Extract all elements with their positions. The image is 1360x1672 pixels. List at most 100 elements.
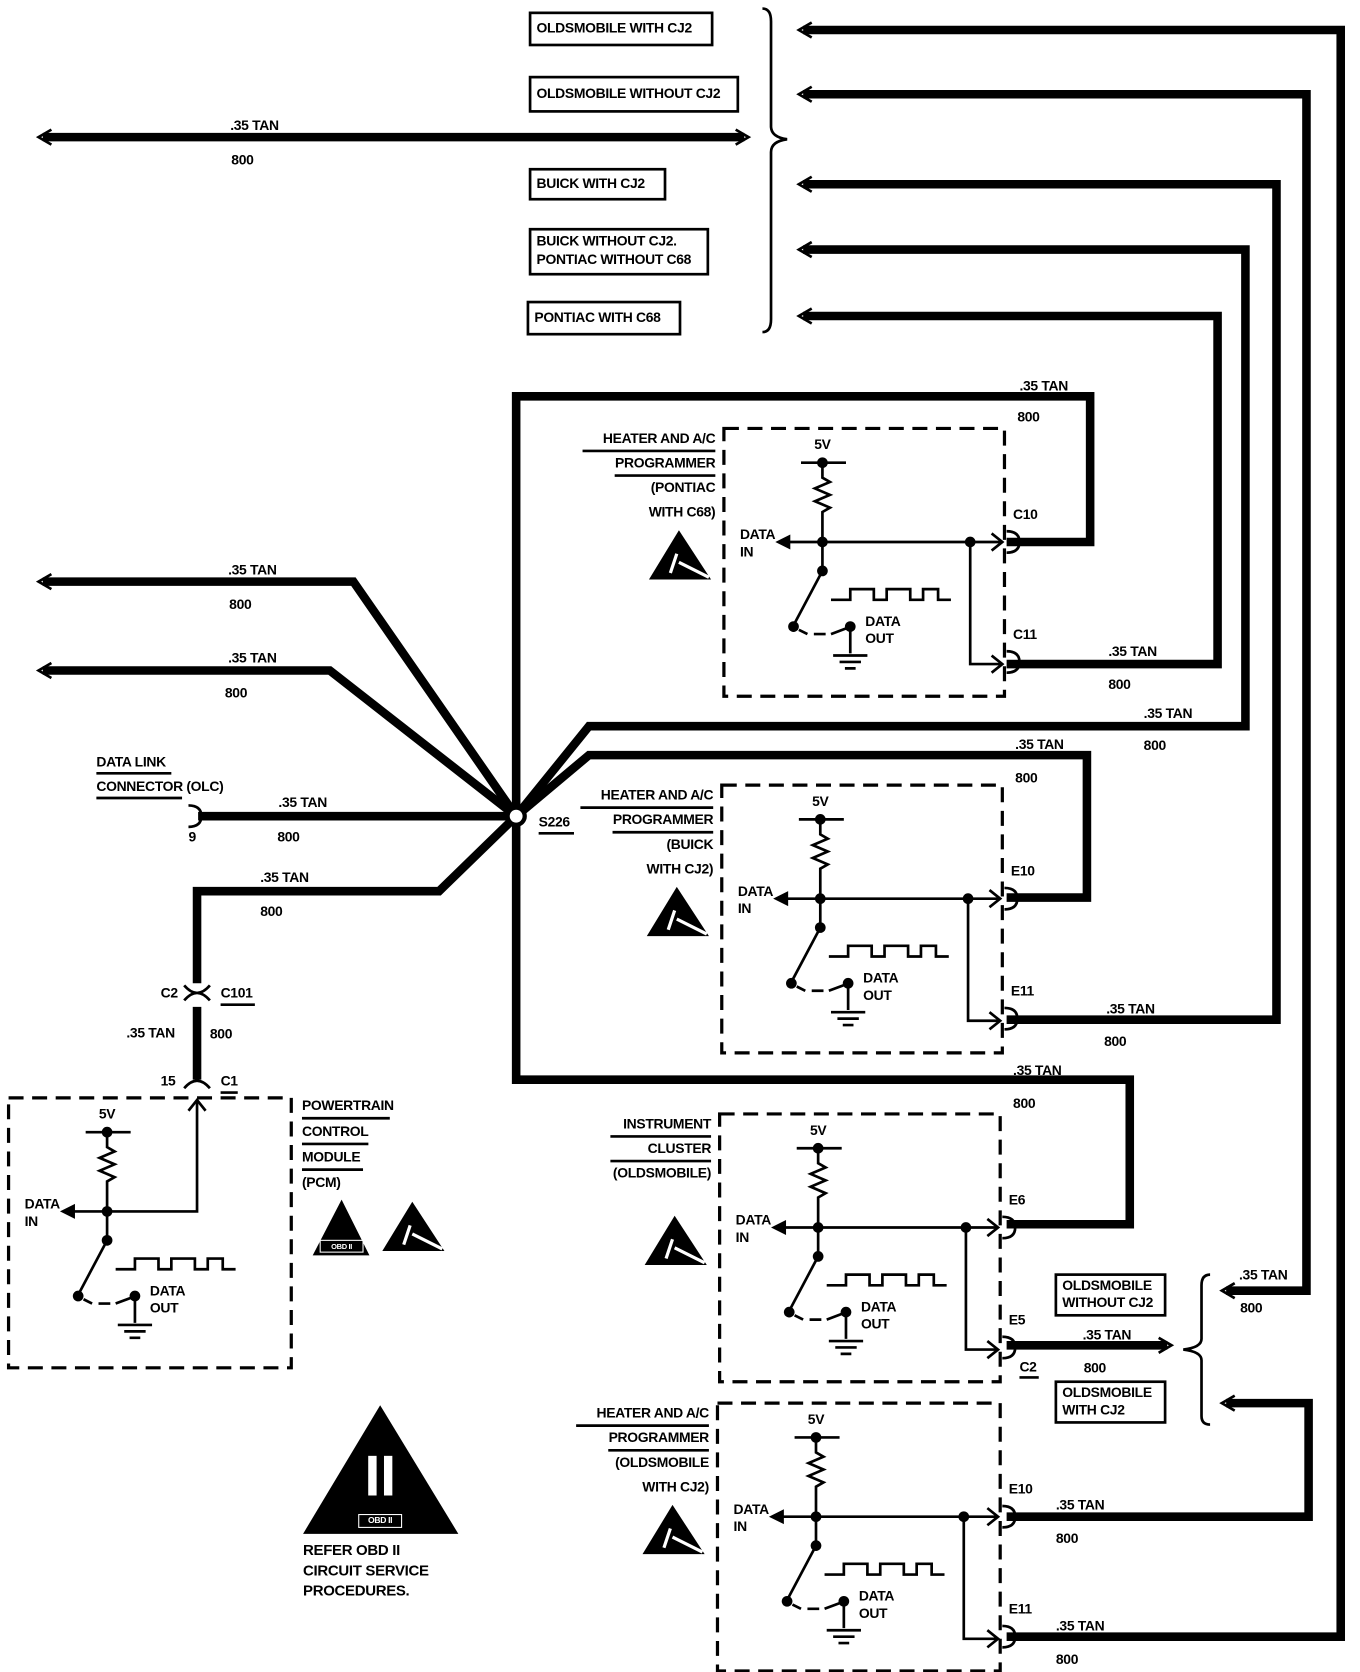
continuation-chevron-icon (1219, 1282, 1236, 1300)
pin-label: E10 (1011, 863, 1035, 879)
variant-box (1054, 1273, 1167, 1317)
node (786, 977, 797, 989)
data-line (962, 1516, 999, 1641)
data-out-label: OUT (865, 630, 894, 646)
connector-label: C101 (221, 985, 254, 1001)
triangle (648, 530, 712, 580)
switch-dash (798, 626, 849, 636)
circuit-number-label: 800 (1056, 1530, 1079, 1546)
pin-label: E6 (1009, 1191, 1026, 1207)
supply-5v-label: 5V (99, 1106, 116, 1122)
arrow-icon (986, 1629, 1001, 1649)
node (783, 1306, 795, 1318)
obd-ii-icon: OBD II (312, 1199, 370, 1256)
wire-gauge-label: .35 TAN (1239, 1266, 1288, 1282)
triangle (303, 1405, 459, 1534)
module-name-line: WITH CJ2) (642, 1478, 709, 1494)
variant-label: OLDSMOBILE (1062, 1384, 1152, 1400)
wire-gauge-label: .35 TAN (1015, 736, 1064, 752)
variant-box (528, 167, 667, 201)
variant-label: PONTIAC WITH C68 (534, 309, 661, 325)
arrow-icon (986, 1507, 1001, 1527)
continuation-chevron-icon (1219, 1394, 1236, 1412)
pin-label: E11 (1009, 1601, 1033, 1617)
wire-gauge-label: .35 TAN (126, 1024, 175, 1040)
hand (666, 909, 708, 936)
badge-box (358, 1514, 403, 1528)
connector-icon (1002, 1215, 1017, 1240)
connector-icon (183, 1079, 211, 1090)
obd-note-text: REFER OBD II (303, 1542, 400, 1559)
pcm-boundary (6, 1096, 293, 1370)
wires (42, 25, 1346, 1641)
arrow-icon (988, 1011, 1003, 1031)
triangle (312, 1199, 370, 1256)
arrow-icon (986, 1339, 1001, 1360)
badge-box (319, 1239, 364, 1253)
module-boundary (722, 426, 1007, 698)
node (817, 457, 828, 469)
switch-icon (793, 570, 824, 625)
resistor-icon (811, 462, 834, 542)
circuit-number-label: 800 (1084, 1360, 1107, 1376)
wire-800 (803, 179, 1281, 1024)
pin-label: E11 (1011, 983, 1035, 999)
wire-gauge-label: .35 TAN (1019, 377, 1068, 393)
ground-icon (828, 1312, 864, 1356)
variant-label: OLDSMOBILE (1062, 1277, 1152, 1293)
node (781, 1595, 793, 1607)
module-boundary (715, 1401, 1002, 1672)
module-name-line: (BUICK (666, 836, 713, 852)
wire-gauge-label: .35 TAN (278, 794, 327, 810)
continuation-chevron-icon (35, 661, 53, 680)
wire-gauge-label: .35 TAN (260, 869, 309, 885)
square-wave-icon (828, 944, 949, 958)
square-wave-icon (115, 1257, 236, 1271)
node (72, 1290, 84, 1302)
supply-5v-label: 5V (810, 1122, 827, 1138)
data-line (964, 1227, 999, 1351)
node (960, 1222, 972, 1233)
data-in-arrow-icon (768, 1509, 784, 1525)
wire-800 (803, 89, 1311, 1295)
triangle (644, 1215, 707, 1265)
variant-label: PONTIAC WITHOUT C68 (537, 251, 692, 267)
connector-icon (1002, 1624, 1017, 1649)
splice-label: S226 (539, 813, 571, 829)
pin-label: C2 (161, 985, 179, 1001)
obd-badge-label: OBD II (331, 1242, 352, 1251)
wire-gauge-label: .35 TAN (228, 562, 277, 578)
arrow-icon (986, 1217, 1001, 1238)
wire-800 (512, 245, 1250, 819)
data-line (968, 541, 1003, 666)
connector-icon (1002, 1335, 1017, 1360)
resistor-icon (809, 819, 832, 899)
connector-label: C2 (1019, 1358, 1037, 1374)
obd-note-text: CIRCUIT SERVICE (303, 1562, 429, 1579)
hand (662, 1527, 704, 1554)
module-name-line: PROGRAMMER (613, 811, 714, 827)
switch-dash (82, 1295, 134, 1305)
wire-gauge-label: .35 TAN (1106, 1001, 1155, 1017)
data-out-label: DATA (863, 970, 899, 986)
wire-gauge-label: .35 TAN (230, 117, 279, 133)
splice-node (505, 805, 527, 827)
module-name-line: PROGRAMMER (609, 1429, 710, 1445)
esd-sensitive-icon (646, 886, 709, 937)
pin-label: E10 (1009, 1481, 1033, 1497)
supply-5v-label: 5V (808, 1411, 825, 1427)
node (958, 1511, 970, 1523)
variant-box (526, 300, 682, 336)
inline-connector-icon (183, 984, 211, 1002)
ground-icon (833, 626, 868, 670)
brace-icon (1183, 1273, 1211, 1426)
wire-800 (192, 813, 520, 984)
data-out-label: OUT (150, 1300, 179, 1316)
hand (668, 553, 710, 579)
resistor-icon (807, 1148, 830, 1228)
variant-box (1054, 1380, 1167, 1424)
module-name-line: HEATER AND A/C (601, 787, 714, 803)
switch-dash (791, 1601, 843, 1611)
variant-label: WITH CJ2 (1062, 1401, 1125, 1417)
variant-label: OLDSMOBILE WITH CJ2 (537, 20, 693, 36)
